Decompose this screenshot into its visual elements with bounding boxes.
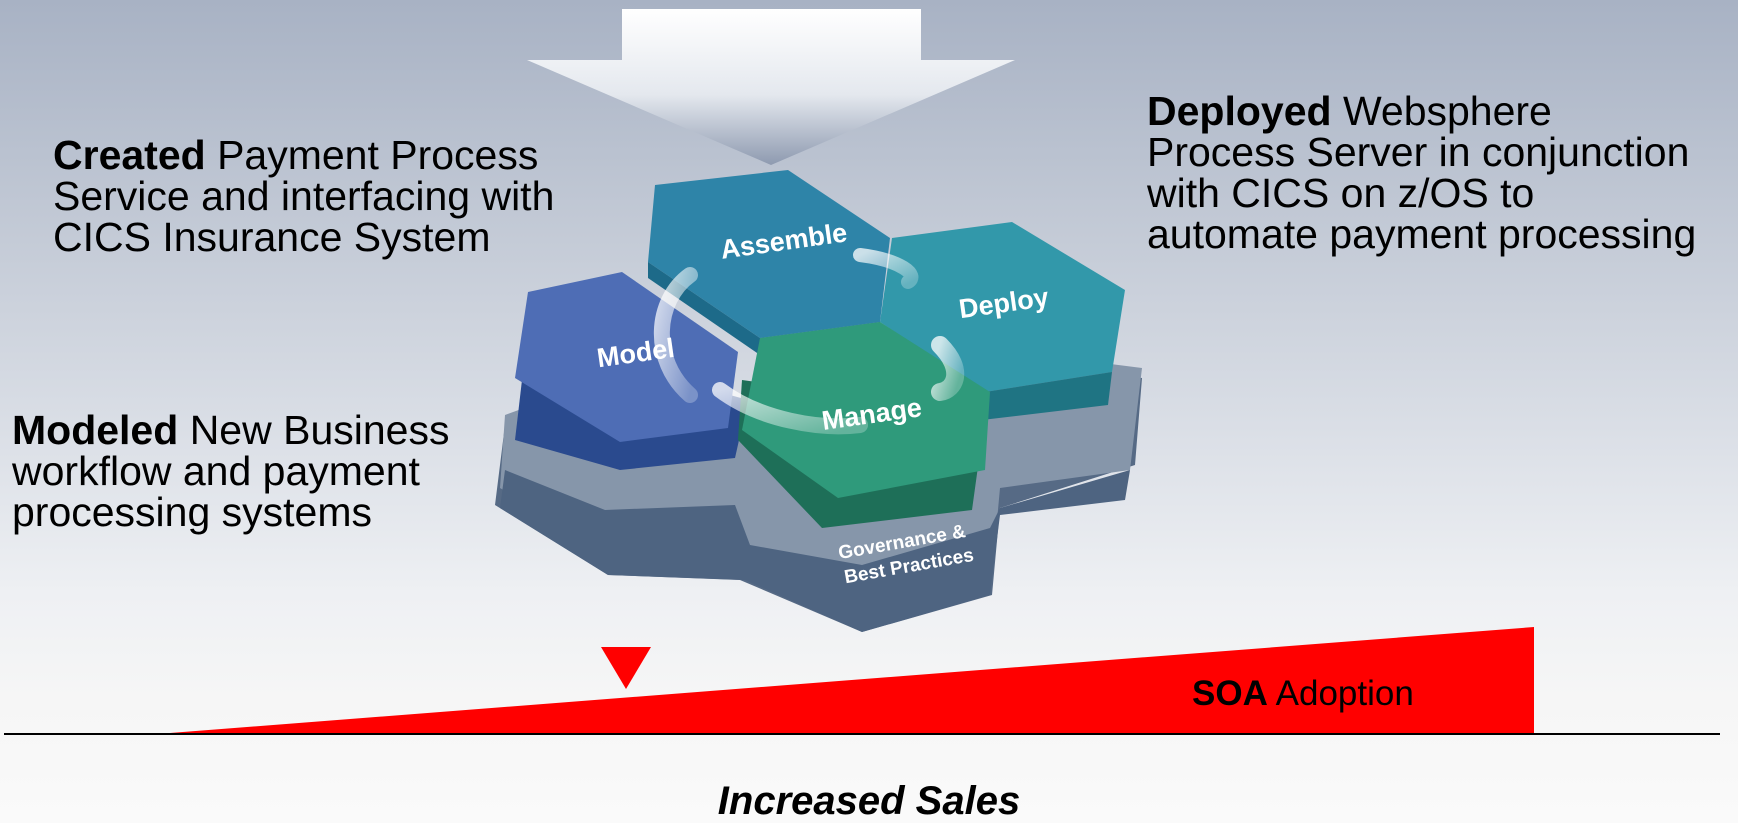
deployed-line2: Process Server in conjunction: [1147, 129, 1690, 175]
created-line2: Service and interfacing with: [53, 173, 555, 219]
soa-bold: SOA: [1192, 674, 1268, 713]
soa-rest: Adoption: [1267, 674, 1414, 713]
deployed-line3: with CICS on z/OS to: [1147, 170, 1535, 216]
modeled-line1: New Business: [178, 407, 450, 453]
created-bold: Created: [53, 132, 206, 178]
increased-sales-caption: Increased Sales: [717, 779, 1021, 823]
deployed-bold: Deployed: [1147, 88, 1332, 134]
soa-adoption-wedge: [170, 627, 1534, 733]
modeled-bold: Modeled: [12, 407, 179, 453]
created-line1: Payment Process: [205, 132, 539, 178]
deployed-line1: Websphere: [1331, 88, 1552, 134]
modeled-line3: processing systems: [12, 489, 373, 535]
cycle-arrows: [653, 248, 965, 435]
position-marker: [601, 647, 651, 689]
down-arrow: [527, 9, 1015, 165]
modeled-description: Modeled New Business workflow and paymen…: [12, 410, 502, 533]
created-line3: CICS Insurance System: [53, 214, 491, 260]
created-description: Created Payment Process Service and inte…: [53, 135, 613, 258]
soa-adoption-label: SOA Adoption: [1192, 676, 1414, 712]
modeled-line2: workflow and payment: [12, 448, 420, 494]
deployed-description: Deployed Websphere Process Server in con…: [1147, 91, 1737, 255]
deployed-line4: automate payment processing: [1147, 211, 1697, 257]
